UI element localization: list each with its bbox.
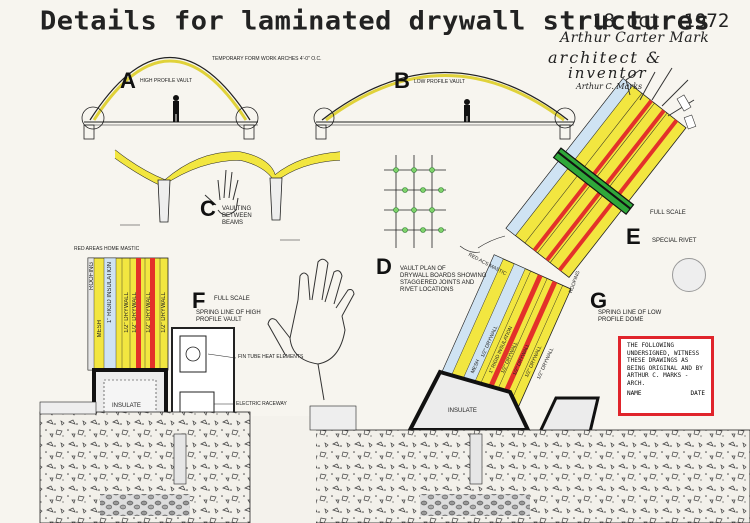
detail-c-label-2: BETWEEN	[222, 213, 252, 219]
stamp-line-2: UNDERSIGNED, WITNESS	[627, 349, 700, 357]
detail-b-label: LOW PROFILE VAULT	[414, 79, 465, 85]
detail-c-vaults	[114, 149, 341, 223]
detail-a-vault	[81, 56, 259, 140]
detail-c-label-3: BEAMS	[222, 220, 244, 226]
detail-a-note: TEMPORARY FORM WORK ARCHES 4'-0" O.C.	[212, 56, 322, 62]
stamp-line-4: BEING ORIGINAL AND BY	[627, 364, 703, 372]
detail-f-label-2: SPRING LINE OF HIGH	[196, 310, 261, 316]
detail-d-label-2: DRYWALL BOARDS SHOWING	[400, 273, 487, 279]
detail-a-letter: A	[120, 68, 136, 93]
fin-tube-note: FIN TUBE HEAT ELEMENTS	[238, 354, 304, 360]
detail-d-plan	[384, 155, 446, 248]
detail-c-label-1: VAULTING	[222, 206, 252, 212]
leader-lines	[120, 224, 506, 253]
stamp-date-label: DATE	[690, 390, 705, 397]
insulate-left: INSULATE	[112, 403, 141, 409]
stamp-line-5: ARTHUR C. MARKS - ARCH.	[627, 372, 689, 387]
detail-d-letter: D	[376, 254, 392, 279]
detail-e-label-1: FULL SCALE	[650, 210, 686, 216]
stamp-line-3: THESE DRAWINGS AS	[627, 357, 689, 364]
detail-g-label-2: PROFILE DOME	[598, 317, 644, 323]
detail-b-letter: B	[394, 68, 410, 93]
witness-stamp: THE FOLLOWING UNDERSIGNED, WITNESS THESE…	[618, 336, 714, 416]
drawing-date: 18 oct. 1972	[592, 10, 730, 32]
detail-e-letter: E	[626, 224, 641, 249]
detail-e-label-2: SPECIAL RIVET	[652, 238, 697, 244]
detail-f-label-3: PROFILE VAULT	[196, 317, 242, 323]
detail-a-label: HIGH PROFILE VAULT	[140, 78, 193, 84]
red-areas-note-left: RED AREAS HOME MASTIC	[74, 246, 140, 252]
detail-d-label-4: RIVET LOCATIONS	[400, 287, 454, 293]
layer-label-f-1: MESH	[97, 320, 103, 338]
layer-label-f-0: ROOFING	[89, 262, 95, 290]
insulate-right: INSULATE	[448, 408, 477, 414]
detail-b-vault	[313, 71, 576, 140]
layer-label-f-3: 1/2" DRYWALL	[124, 292, 130, 333]
signature-role-line-2: inventor	[568, 64, 648, 82]
ground-section	[39, 401, 750, 523]
hand-sketch	[267, 258, 355, 401]
signature-name: Arthur Carter Mark	[560, 30, 710, 46]
detail-c-letter: C	[200, 196, 216, 221]
signature-small: Arthur C. Marks	[576, 82, 643, 91]
signature-role-line-1: architect &	[548, 48, 663, 67]
stamp-name-label: NAME	[627, 390, 642, 397]
stamp-line-1: THE FOLLOWING	[627, 342, 674, 349]
detail-e-rivet-section	[505, 67, 697, 279]
notary-seal-icon	[672, 258, 706, 292]
detail-f-letter: F	[192, 288, 206, 313]
detail-d-label-3: STAGGERED JOINTS AND	[400, 280, 475, 286]
layer-label-f-6: 1/2" DRYWALL	[161, 292, 167, 333]
detail-d-label-1: VAULT PLAN OF	[400, 266, 446, 272]
raceway-note: ELECTRIC RACEWAY	[236, 401, 287, 407]
detail-g-letter: G	[590, 288, 608, 313]
detail-g-wall-section	[406, 254, 600, 436]
detail-f-label-1: FULL SCALE	[214, 296, 250, 302]
page-title: Details for laminated drywall structures	[40, 6, 711, 37]
layer-label-f-2: 1" RIGID INSULATION	[107, 262, 113, 324]
detail-g-label-1: SPRING LINE OF LOW	[598, 310, 662, 316]
layer-label-f-5: 1/2" DRYWALL	[146, 292, 152, 333]
layer-label-f-4: 1/2" DRYWALL	[132, 292, 138, 333]
